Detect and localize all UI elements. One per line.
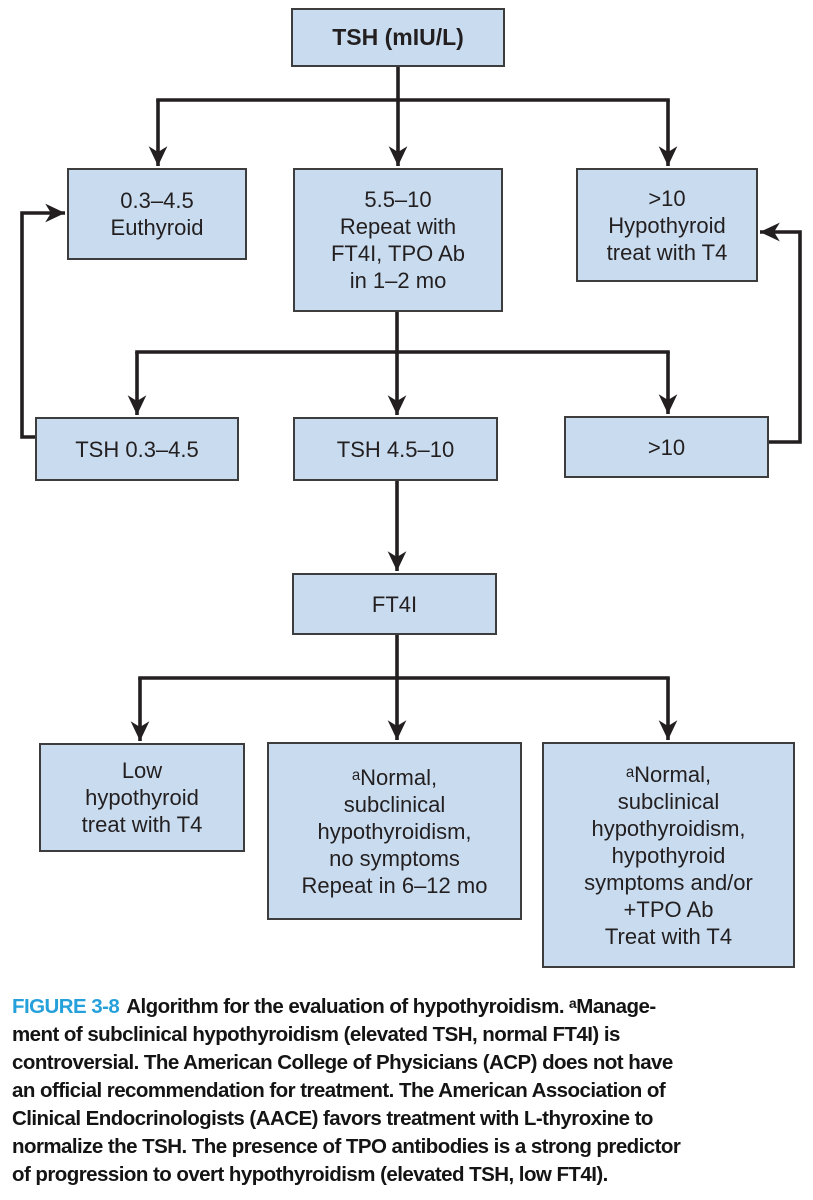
node-tsh-miu-l: TSH (mIU/L) [291,8,505,67]
figure-number-label: FIGURE 3-8 [12,995,120,1018]
node-normal-with-symptoms: ᵃNormal, subclinical hypothyroidism, hyp… [542,742,795,968]
node-low-hypothyroid: Low hypothyroid treat with T4 [39,743,245,852]
node-repeat-ft4i-tpo: 5.5–10 Repeat with FT4I, TPO Ab in 1–2 m… [293,168,503,312]
figure-caption-text: Algorithm for the evaluation of hypothyr… [12,995,681,1186]
loop-gt10-to-hypothyroid [760,222,802,444]
hypothyroidism-flowchart: TSH (mIU/L) 0.3–4.5 Euthyroid 5.5–10 Rep… [20,8,802,968]
node-ft4i: FT4I [292,573,497,635]
node-hypothyroid-treat-t4: >10 Hypothyroid treat with T4 [576,168,758,282]
node-euthyroid: 0.3–4.5 Euthyroid [67,168,247,260]
node-normal-no-symptoms: ᵃNormal, subclinical hypothyroidism, no … [267,742,522,920]
node-tsh-45-10: TSH 4.5–10 [293,417,498,481]
flowchart-connector-lines [20,65,802,741]
node-tsh-03-45: TSH 0.3–4.5 [35,417,239,481]
node-gt-10: >10 [564,416,769,478]
loop-tsh0345-to-euthyroid [20,203,65,439]
